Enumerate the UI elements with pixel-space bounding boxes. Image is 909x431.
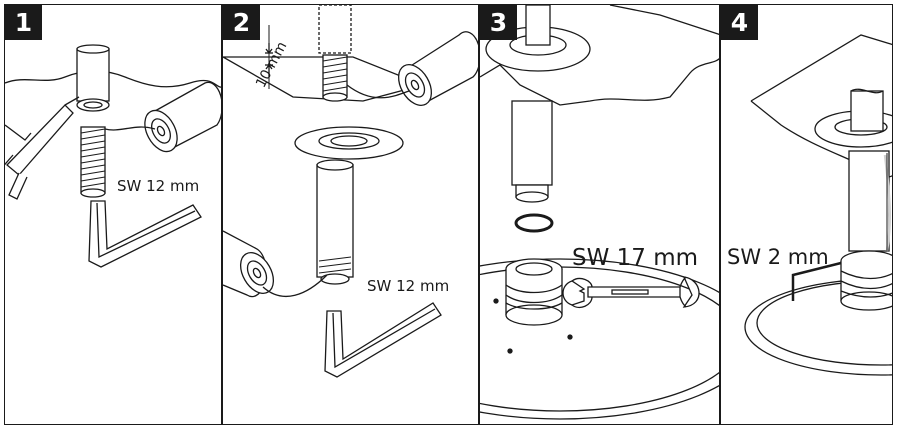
step-1-number: 1 xyxy=(5,5,42,40)
step-4-number: 4 xyxy=(721,5,758,40)
step-2-tool-size-label: SW 12 mm xyxy=(367,277,450,295)
step-3-panel: 3 SW 17 mm xyxy=(479,4,720,425)
step-2-illustration xyxy=(223,5,478,378)
step-4-illustration xyxy=(744,34,892,376)
step-3-illustration xyxy=(480,5,719,420)
step-1-panel: 1 SW 12 mm xyxy=(4,4,222,425)
step-1-illustration xyxy=(5,44,221,268)
step-2-number: 2 xyxy=(223,5,260,40)
step-4-tool-size-label: SW 2 mm xyxy=(727,245,829,269)
step-4-panel: 4 SW 2 mm xyxy=(720,4,893,425)
step-3-number: 3 xyxy=(480,5,517,40)
step-1-tool-size-label: SW 12 mm xyxy=(117,177,200,195)
step-3-tool-size-label: SW 17 mm xyxy=(572,245,699,271)
step-2-panel: 2 10 mm SW 12 mm xyxy=(222,4,479,425)
